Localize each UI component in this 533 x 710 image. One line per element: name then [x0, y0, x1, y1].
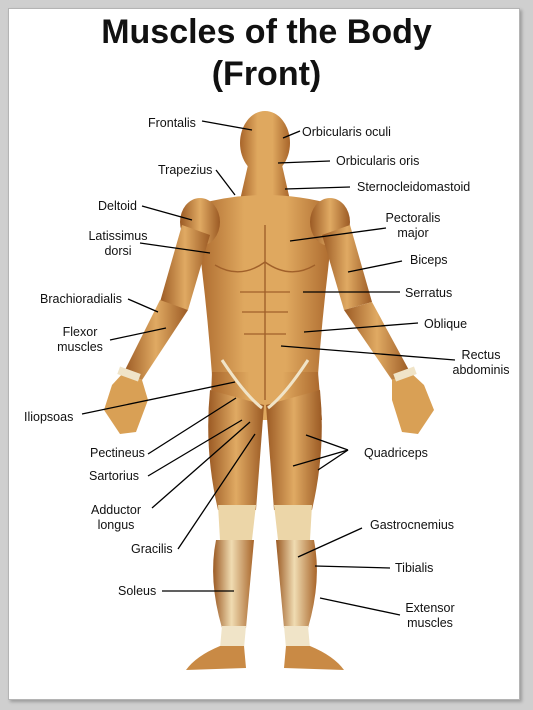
label-tibialis: Tibialis	[395, 561, 434, 575]
left-thigh	[208, 390, 264, 510]
leader-tibialis	[314, 565, 391, 569]
label-adductor-line-1: Adductor	[90, 503, 142, 517]
right-upper-arm	[322, 225, 372, 310]
label-flexor-line-2: muscles	[57, 340, 103, 354]
label-flexor-muscles: Flexor muscles	[50, 325, 110, 355]
label-adductor-line-2: longus	[97, 518, 135, 532]
right-hand	[392, 372, 434, 434]
head	[240, 111, 290, 175]
body-figure	[104, 111, 434, 670]
label-sartorius: Sartorius	[89, 469, 140, 483]
label-rectus-line-1: Rectus	[461, 348, 501, 362]
label-iliopsoas: Iliopsoas	[24, 410, 74, 424]
right-forearm	[344, 302, 410, 380]
label-rectus-line-2: abdominis	[452, 363, 510, 377]
title-line-1: Muscles of the Body	[101, 13, 432, 51]
label-extensor-line-1: Extensor	[405, 601, 455, 615]
label-latissimus-line-1: Latissimus	[88, 229, 148, 243]
right-shin	[276, 540, 317, 628]
inguinal-lines	[220, 359, 310, 410]
leader-lines	[81, 120, 456, 616]
label-latissimus-dorsi: Latissimus dorsi	[86, 229, 150, 259]
label-pectoralis-line-2: major	[397, 226, 429, 240]
left-wrist	[117, 366, 141, 382]
label-adductor-longus: Adductor longus	[84, 503, 148, 533]
leader-rectus	[280, 345, 456, 361]
label-flexor-line-1: Flexor	[62, 325, 98, 339]
label-extensor-muscles: Extensor muscles	[398, 601, 462, 631]
left-foot	[186, 646, 246, 670]
neck	[240, 165, 290, 200]
leader-biceps	[347, 260, 403, 273]
pectoral-line	[214, 261, 316, 273]
abs-lines	[240, 291, 290, 335]
label-sternocleidomastoid: Sternocleidomastoid	[357, 180, 471, 194]
leader-trapezius	[215, 169, 236, 196]
label-serratus: Serratus	[405, 286, 453, 300]
leader-deltoid	[141, 205, 193, 221]
label-pectineus: Pectineus	[90, 446, 145, 460]
leader-gastrocnemius	[297, 527, 363, 558]
leader-orbicularis-oculi	[282, 130, 301, 139]
left-hand	[104, 372, 148, 434]
left-ankle	[220, 626, 246, 648]
leader-latissimus	[139, 242, 211, 254]
label-biceps: Biceps	[410, 253, 448, 267]
leader-pectineus	[147, 397, 237, 455]
title-line-2: (Front)	[211, 55, 322, 93]
label-frontalis: Frontalis	[148, 116, 196, 130]
label-pectoralis-major: Pectoralis major	[383, 211, 443, 241]
leader-oblique	[303, 322, 419, 333]
leader-sternocleidomastoid	[284, 186, 351, 190]
leader-sartorius	[147, 419, 243, 477]
label-trapezius: Trapezius	[158, 163, 213, 177]
label-soleus: Soleus	[118, 584, 157, 598]
label-orbicularis-oris: Orbicularis oris	[336, 154, 420, 168]
leader-brachioradialis	[127, 298, 159, 313]
leader-orbicularis-oris	[277, 160, 331, 164]
right-knee	[274, 505, 312, 540]
right-thigh	[266, 390, 322, 510]
leader-frontalis	[201, 120, 253, 131]
label-quadriceps: Quadriceps	[364, 446, 428, 460]
label-brachioradialis: Brachioradialis	[40, 292, 122, 306]
label-latissimus-line-2: dorsi	[104, 244, 132, 258]
leader-flexor	[109, 327, 167, 341]
leader-quadriceps-2	[292, 449, 349, 467]
leader-pectoralis	[289, 227, 387, 242]
leader-extensor	[319, 597, 401, 616]
label-deltoid: Deltoid	[98, 199, 137, 213]
left-shin	[213, 540, 254, 628]
leader-iliopsoas	[81, 381, 236, 415]
leader-quadriceps-1	[305, 434, 349, 451]
label-orbicularis-oculi: Orbicularis oculi	[302, 125, 391, 139]
leader-quadriceps-3	[317, 449, 349, 471]
left-upper-arm	[160, 225, 210, 310]
label-rectus-abdominis: Rectus abdominis	[448, 348, 514, 378]
label-oblique: Oblique	[424, 317, 468, 331]
leader-adductor	[151, 421, 251, 509]
right-ankle	[284, 626, 310, 648]
label-gracilis: Gracilis	[131, 542, 173, 556]
label-gastrocnemius: Gastrocnemius	[370, 518, 455, 532]
label-pectoralis-line-1: Pectoralis	[385, 211, 441, 225]
left-forearm	[124, 300, 188, 380]
right-foot	[284, 646, 344, 670]
right-wrist	[393, 366, 417, 382]
label-extensor-line-2: muscles	[407, 616, 453, 630]
leader-gracilis	[177, 433, 256, 550]
left-knee	[218, 505, 256, 540]
